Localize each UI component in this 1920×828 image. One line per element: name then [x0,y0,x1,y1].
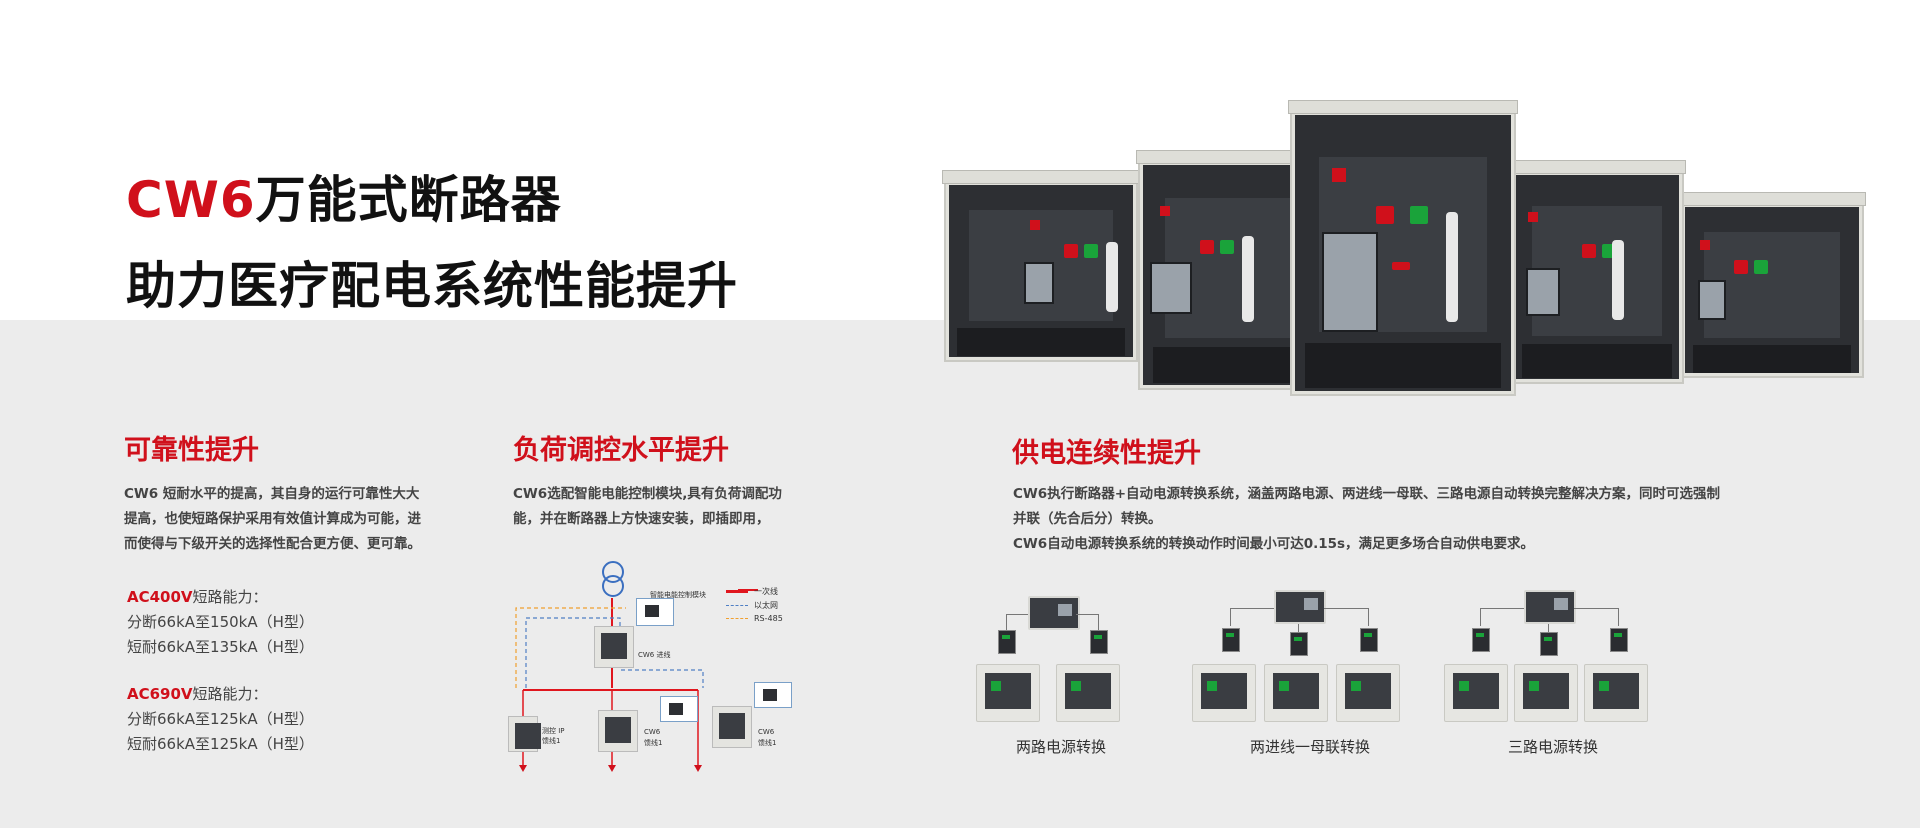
feeder-breaker-left [508,716,541,752]
control-unit [1540,632,1558,656]
control-unit [1610,628,1628,652]
section-title-load-control: 负荷调控水平提升 [513,435,729,466]
spec-tag: AC690V [127,685,193,703]
legend-swatch [726,590,748,593]
arrow-down-icon [608,765,616,772]
breaker-product-image [942,170,1140,362]
spec-line: 短耐66kA至125kA（H型） [127,735,314,753]
legend-label: 以太网 [754,601,778,610]
mid-label-2: 馈线1 [644,739,663,747]
caption-bus-tie: 两进线一母联转换 [1250,738,1371,756]
control-unit [1222,628,1240,652]
legend-item-ethernet: 以太网 [726,600,778,611]
spec-label: 短路能力： [192,588,268,606]
paragraph-line: CW6 短耐水平的提高，其自身的运行可靠性大大 [124,486,420,502]
arrow-down-icon [694,765,702,772]
breaker-unit [1584,664,1648,722]
incoming-breaker [594,626,634,668]
section-title-reliability: 可靠性提升 [124,435,259,466]
paragraph-line: 能，并在断路器上方快速安装，即插即用， [513,511,770,527]
load-control-schematic: 智能电能控制模块 CW6 进线 测控 IP 馈线1 CW6 馈线1 CW6 馈线… [508,560,808,775]
headline-rest: 万能式断路器 [255,171,562,229]
control-unit [1290,632,1308,656]
spec-line: 短耐66kA至135kA（H型） [127,638,314,656]
spec-ac690v: AC690V短路能力： 分断66kA至125kA（H型） 短耐66kA至125k… [127,682,314,757]
right-label-2: 馈线1 [758,739,777,747]
control-unit [1090,630,1108,654]
headline-line-1: CW6万能式断路器 [126,160,562,232]
control-unit [1472,628,1490,652]
incoming-label: CW6 进线 [638,651,671,659]
breaker-unit [1444,664,1508,722]
breaker-product-image [1508,160,1686,384]
diagram-three-source [1440,588,1660,722]
gray-band [0,320,1920,828]
spec-label: 短路能力： [192,685,268,703]
paragraph-line: 而使得与下级开关的选择性配合更方便、更可靠。 [124,536,421,552]
paragraph-line: 提高，也使短路保护采用有效值计算成为可能，进 [124,511,421,527]
breaker-unit [1264,664,1328,722]
legend-label: 一次线 [754,587,778,596]
feeder-breaker-right [712,706,752,748]
paragraph-line: CW6选配智能电能控制模块,具有负荷调配功 [513,486,782,502]
legend-item-rs485: RS-485 [726,614,783,623]
legend-swatch [726,618,748,619]
headline-line-2: 助力医疗配电系统性能提升 [126,257,738,315]
control-module-box [660,696,698,722]
paragraph-line: CW6自动电源转换系统的转换动作时间最小可达0.15s，满足更多场合自动供电要求… [1013,536,1535,552]
control-module-box [754,682,792,708]
breaker-product-image [1678,192,1866,378]
transformer-icon [602,561,624,597]
section-title-continuity: 供电连续性提升 [1012,438,1201,469]
spec-tag: AC400V [127,588,193,606]
arrow-down-icon [519,765,527,772]
control-unit [1360,628,1378,652]
feeder-breaker-middle [598,710,638,752]
breaker-unit [1514,664,1578,722]
spec-ac400v: AC400V短路能力： 分断66kA至150kA（H型） 短耐66kA至135k… [127,585,314,660]
spec-line: 分断66kA至125kA（H型） [127,710,314,728]
transfer-controller [1524,590,1576,624]
legend-label: RS-485 [754,614,783,623]
caption-three-source: 三路电源转换 [1508,738,1599,756]
continuity-paragraph: CW6执行断路器+自动电源转换系统，涵盖两路电源、两进线一母联、三路电源自动转换… [1013,482,1873,557]
right-label-1: CW6 [758,728,775,736]
control-unit [998,630,1016,654]
breaker-unit [1056,664,1120,722]
legend-item-primary: 一次线 [726,586,778,597]
transfer-controller [1274,590,1326,624]
left-label-1: 测控 IP [542,727,565,735]
legend-swatch [726,605,748,606]
spec-line: 分断66kA至150kA（H型） [127,613,314,631]
breaker-unit [1336,664,1400,722]
module-label: 智能电能控制模块 [650,591,706,599]
caption-two-source: 两路电源转换 [1016,738,1107,756]
reliability-paragraph: CW6 短耐水平的提高，其自身的运行可靠性大大 提高，也使短路保护采用有效值计算… [124,482,454,557]
diagram-bus-tie [1190,588,1410,722]
breaker-product-image [1288,100,1518,396]
transfer-controller [1028,596,1080,630]
left-label-2: 馈线1 [542,737,561,745]
headline-accent: CW6 [126,171,256,229]
load-control-paragraph: CW6选配智能电能控制模块,具有负荷调配功 能，并在断路器上方快速安装，即插即用… [513,482,813,532]
diagram-two-source [972,592,1132,722]
paragraph-line: 并联（先合后分）转换。 [1013,511,1162,527]
paragraph-line: CW6执行断路器+自动电源转换系统，涵盖两路电源、两进线一母联、三路电源自动转换… [1013,486,1721,502]
breaker-unit [976,664,1040,722]
breaker-unit [1192,664,1256,722]
mid-label-1: CW6 [644,728,661,736]
control-module-box [636,598,674,626]
